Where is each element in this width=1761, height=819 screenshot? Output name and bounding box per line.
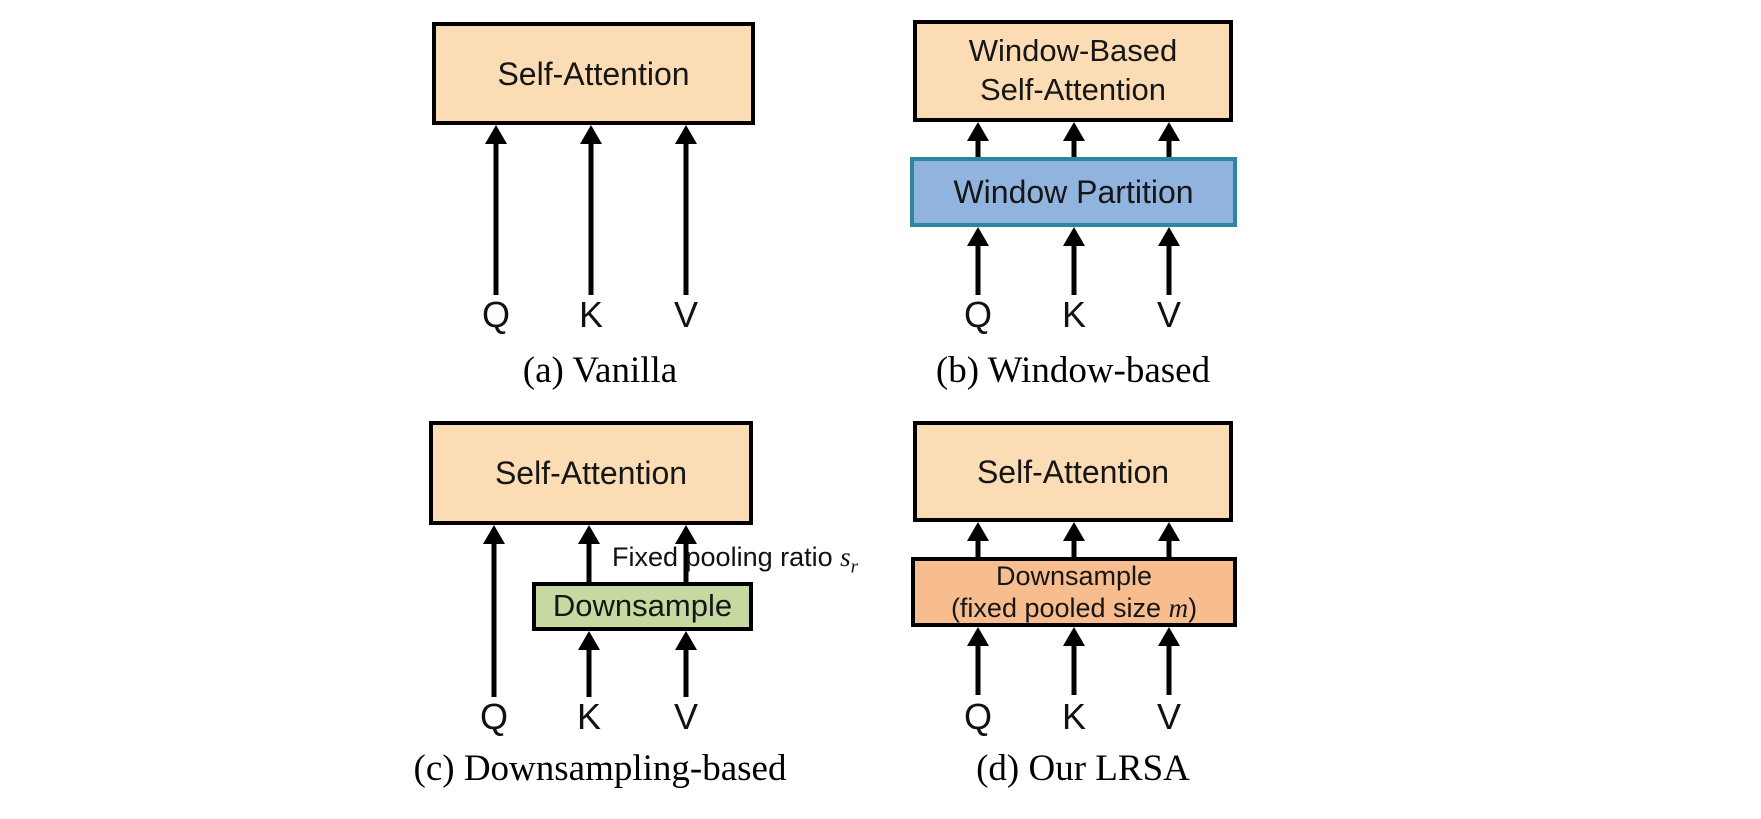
- panel-d-q-up-arrow-icon: [966, 627, 990, 695]
- panel-b-box-label-line2: Self-Attention: [979, 72, 1167, 107]
- panel-a-k-up-arrow-icon: [579, 125, 603, 295]
- panel-c-downsample-box: Downsample: [532, 582, 753, 631]
- panel-c-downsample-label: Downsample: [552, 588, 733, 624]
- panel-c-k-up-arrow-icon: [577, 631, 601, 697]
- panel-c-v-input-label: V: [673, 696, 698, 737]
- panel-a-q-up-arrow-icon: [484, 125, 508, 295]
- panel-c-self-attention-box: Self-Attention: [429, 421, 753, 525]
- panel-a-self-attention-label: Self-Attention: [497, 55, 690, 92]
- panel-b-k-up-arrow-icon: [1062, 227, 1086, 295]
- panel-d-downsample-label-line2: (fixed pooled size m): [951, 592, 1197, 624]
- panel-d-line2-variable: m: [1168, 593, 1189, 623]
- panel-b-k-input-label: K: [1061, 294, 1086, 335]
- panel-c-self-attention-label: Self-Attention: [494, 455, 688, 491]
- panel-c-annotation-variable: s: [840, 542, 851, 572]
- panel-d-q-input-label: Q: [963, 696, 992, 737]
- panel-b-window-based-self-attention-box: Window-Based Self-Attention: [913, 20, 1233, 122]
- panel-a-k-input-label: K: [578, 294, 603, 335]
- panel-c-annotation-subscript: r: [850, 556, 859, 578]
- panel-a-caption: (a) Vanilla: [522, 350, 678, 391]
- panel-a-v-up-arrow-icon: [674, 125, 698, 295]
- panel-c-k-input-label: K: [576, 696, 601, 737]
- panel-d-v-up-arrow-icon: [1157, 627, 1181, 695]
- panel-d-v-input-label: V: [1156, 696, 1181, 737]
- panel-b-window-partition-box: Window Partition: [910, 157, 1237, 227]
- panel-b-v-up-arrow-icon: [1157, 227, 1181, 295]
- panel-b-k-mid-arrow-icon: [1062, 122, 1086, 157]
- panel-d-q-mid-arrow-icon: [966, 522, 990, 557]
- panel-c-v-mid-arrow-icon: [674, 525, 698, 582]
- panel-b-v-mid-arrow-icon: [1157, 122, 1181, 157]
- panel-d-v-mid-arrow-icon: [1157, 522, 1181, 557]
- panel-d-downsample-label-line1: Downsample: [995, 560, 1153, 591]
- panel-c-q-input-label: Q: [479, 696, 508, 737]
- panel-d-self-attention-box: Self-Attention: [913, 421, 1233, 522]
- panel-b-v-input-label: V: [1156, 294, 1181, 335]
- panel-c-annotation-text: Fixed pooling ratio: [612, 542, 841, 572]
- panel-d-caption: (d) Our LRSA: [976, 748, 1190, 789]
- panel-b-q-mid-arrow-icon: [966, 122, 990, 157]
- panel-d-line2-suffix: ): [1188, 593, 1198, 623]
- panel-b-q-input-label: Q: [963, 294, 992, 335]
- panel-a-v-input-label: V: [673, 294, 698, 335]
- panel-c-v-up-arrow-icon: [674, 631, 698, 697]
- panel-c-q-up-arrow-icon: [482, 525, 506, 697]
- panel-d-line2-prefix: (fixed pooled size: [950, 593, 1169, 623]
- panel-c-caption: (c) Downsampling-based: [413, 748, 787, 789]
- panel-c-k-mid-arrow-icon: [577, 525, 601, 582]
- panel-d-k-mid-arrow-icon: [1062, 522, 1086, 557]
- panel-b-box-label-line1: Window-Based: [968, 33, 1178, 69]
- panel-a-self-attention-box: Self-Attention: [432, 22, 755, 125]
- panel-d-k-input-label: K: [1061, 696, 1086, 737]
- panel-c-pooling-ratio-annotation: Fixed pooling ratio sr: [612, 542, 858, 578]
- panel-d-k-up-arrow-icon: [1062, 627, 1086, 695]
- panel-d-downsample-box: Downsample (fixed pooled size m): [911, 557, 1237, 627]
- panel-b-q-up-arrow-icon: [966, 227, 990, 295]
- panel-d-self-attention-label: Self-Attention: [976, 453, 1170, 490]
- panel-b-caption: (b) Window-based: [935, 350, 1211, 391]
- panel-a-q-input-label: Q: [481, 294, 510, 335]
- panel-b-window-partition-label: Window Partition: [953, 174, 1194, 210]
